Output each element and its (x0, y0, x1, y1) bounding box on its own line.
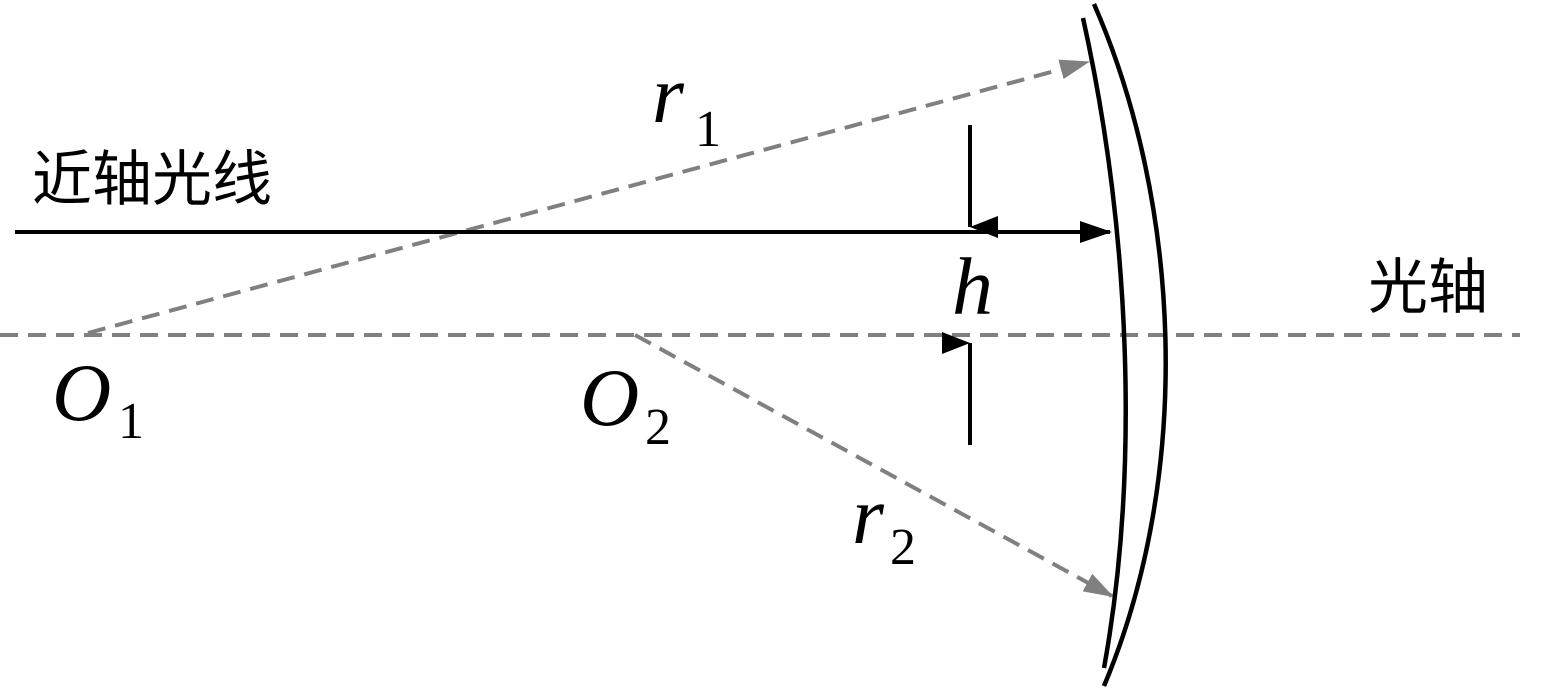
radius-r2-line (634, 333, 1114, 598)
h-label: h (952, 241, 993, 332)
lens-outer-surface (1091, 3, 1168, 687)
r1-label: r 1 (652, 49, 721, 158)
r2-label: r 2 (852, 470, 916, 576)
lens-inner-surface (1080, 17, 1128, 669)
paraxial-ray-label: 近轴光线 (32, 145, 272, 215)
radius-r1-line (87, 59, 1090, 335)
optical-axis-label: 光轴 (1368, 253, 1488, 323)
O2-label: O 2 (580, 352, 671, 456)
O1-label: O 1 (52, 347, 144, 450)
